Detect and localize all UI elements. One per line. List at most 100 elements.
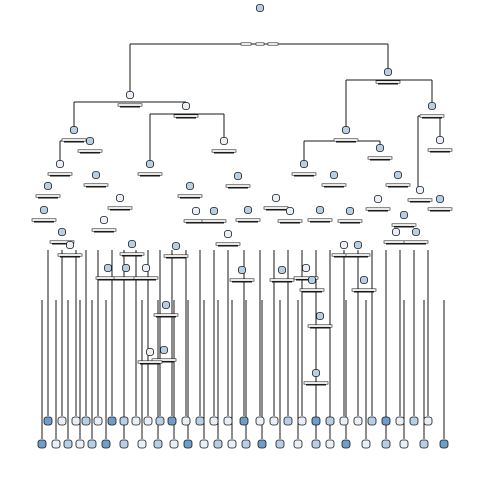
decision-node bbox=[40, 206, 48, 214]
leaf-node bbox=[283, 416, 293, 426]
leaf-node bbox=[293, 439, 303, 449]
leaf-node bbox=[275, 439, 285, 449]
decision-node bbox=[224, 230, 232, 238]
decision-node bbox=[416, 186, 424, 194]
leaf-node bbox=[43, 416, 53, 426]
split-label bbox=[133, 276, 159, 280]
leaf-node bbox=[153, 439, 163, 449]
decision-node bbox=[146, 160, 154, 168]
split-label bbox=[83, 183, 109, 187]
split-label bbox=[117, 103, 143, 107]
leaf-node bbox=[101, 439, 111, 449]
leaf-node bbox=[81, 416, 91, 426]
decision-node bbox=[56, 160, 64, 168]
decision-node bbox=[86, 137, 94, 145]
decision-node bbox=[172, 242, 180, 250]
leaf-node bbox=[381, 439, 391, 449]
decision-node bbox=[146, 348, 154, 356]
split-label bbox=[307, 324, 333, 328]
split-label bbox=[293, 276, 319, 280]
leaf-node bbox=[181, 416, 191, 426]
decision-node bbox=[192, 207, 200, 215]
leaf-node bbox=[255, 416, 265, 426]
leaf-node bbox=[325, 416, 335, 426]
split-label bbox=[263, 206, 289, 210]
split-label bbox=[255, 42, 265, 46]
decision-node bbox=[162, 301, 170, 309]
leaf-node bbox=[93, 416, 103, 426]
split-label bbox=[365, 207, 391, 211]
leaf-node bbox=[183, 439, 193, 449]
leaf-node bbox=[37, 439, 47, 449]
split-label bbox=[303, 381, 329, 385]
split-label bbox=[367, 156, 393, 160]
leaf-node bbox=[213, 439, 223, 449]
leaf-node bbox=[367, 416, 377, 426]
decision-node bbox=[238, 266, 246, 274]
leaf-node bbox=[71, 416, 81, 426]
leaf-node bbox=[409, 416, 419, 426]
tree-edges bbox=[34, 43, 450, 439]
decision-node bbox=[244, 206, 252, 214]
split-label bbox=[151, 358, 177, 362]
decision-node bbox=[160, 346, 168, 354]
split-label bbox=[35, 194, 61, 198]
split-label bbox=[351, 288, 377, 292]
decision-node bbox=[316, 206, 324, 214]
leaf-node bbox=[297, 416, 307, 426]
decision-node bbox=[128, 240, 136, 248]
leaf-node bbox=[395, 416, 405, 426]
decision-node bbox=[342, 126, 350, 134]
leaf-node bbox=[269, 416, 279, 426]
leaf-node bbox=[107, 416, 117, 426]
leaf-node bbox=[439, 439, 449, 449]
split-label bbox=[267, 42, 279, 46]
split-label bbox=[337, 219, 363, 223]
leaf-node bbox=[341, 439, 351, 449]
decision-node bbox=[384, 68, 392, 76]
leaf-node bbox=[241, 439, 251, 449]
split-label bbox=[291, 172, 317, 176]
leaf-node bbox=[311, 439, 321, 449]
decision-node bbox=[340, 241, 348, 249]
split-label bbox=[163, 254, 189, 258]
split-label bbox=[211, 149, 237, 153]
leaf-node bbox=[381, 416, 391, 426]
split-label bbox=[91, 228, 117, 232]
split-label bbox=[235, 218, 261, 222]
leaf-node bbox=[423, 416, 433, 426]
leaf-node bbox=[57, 416, 67, 426]
split-label bbox=[49, 240, 75, 244]
split-label bbox=[31, 218, 57, 222]
decision-node bbox=[44, 182, 52, 190]
decision-node bbox=[122, 264, 130, 272]
split-label bbox=[201, 219, 227, 223]
decision-node bbox=[392, 228, 400, 236]
split-label bbox=[57, 253, 83, 257]
split-label bbox=[299, 288, 325, 292]
split-label bbox=[345, 253, 371, 257]
decision-node bbox=[142, 264, 150, 272]
decision-node bbox=[436, 195, 444, 203]
split-label bbox=[173, 114, 199, 118]
decision-node bbox=[412, 228, 420, 236]
split-label bbox=[277, 219, 303, 223]
split-label bbox=[385, 183, 411, 187]
tree-nodes bbox=[37, 4, 449, 449]
decision-node bbox=[354, 241, 362, 249]
split-label bbox=[137, 172, 163, 176]
decision-node bbox=[186, 182, 194, 190]
leaf-node bbox=[227, 439, 237, 449]
split-label bbox=[321, 183, 347, 187]
split-label bbox=[225, 184, 251, 188]
decision-node bbox=[234, 172, 242, 180]
leaf-node bbox=[239, 416, 249, 426]
leaf-node bbox=[195, 416, 205, 426]
decision-node bbox=[360, 276, 368, 284]
leaf-node bbox=[325, 439, 335, 449]
leaf-node bbox=[361, 439, 371, 449]
decision-node bbox=[428, 102, 436, 110]
decision-node bbox=[286, 207, 294, 215]
leaf-node bbox=[169, 439, 179, 449]
